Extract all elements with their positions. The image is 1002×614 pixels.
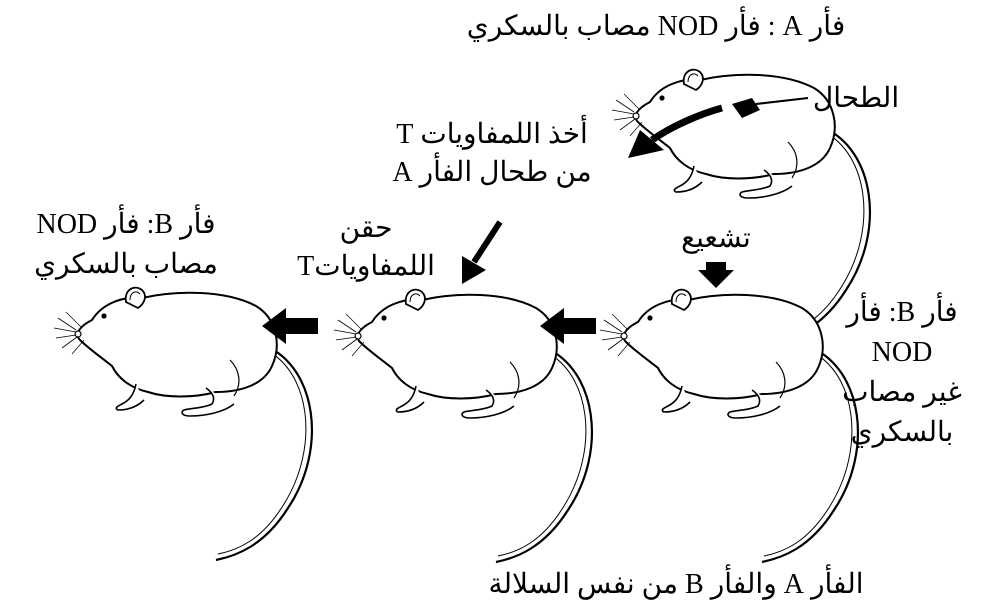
- mouse-b-healthy: [598, 288, 860, 564]
- mouse-b-healthy-label-line2: NOD: [871, 337, 933, 368]
- irradiation-arrow: [698, 262, 734, 288]
- irradiation-label: تشعيع: [681, 223, 751, 254]
- inject-arrow-line: [471, 220, 503, 264]
- curved-arrow: [649, 104, 723, 143]
- mouse-b-diabetic-label-line2: مصاب بالسكري: [34, 249, 218, 280]
- take-t-label-line1: أخذ اللمفاويات T: [396, 119, 588, 150]
- mouse-b-healthy-label-line4: بالسكري: [850, 417, 954, 448]
- take-t-label-line2: من طحال الفأر A: [392, 157, 592, 188]
- mouse-a-title: فأر A : فأر NOD مصاب بالسكري: [466, 11, 846, 42]
- inject-label-line2: اللمفاوياتT: [297, 251, 435, 282]
- spleen-marker: [732, 98, 760, 118]
- mouse-b-healthy-label-line1: فأر B: فأر: [846, 297, 958, 328]
- mouse-b-diabetic-label-line1: فأر B: فأر NOD: [36, 209, 216, 240]
- inject-label-line1: حقن: [339, 213, 393, 244]
- inject-arrow-head: [462, 256, 486, 284]
- spleen-pointer: [755, 97, 809, 105]
- spleen-label: الطحال: [812, 83, 900, 114]
- footer-note: الفأر A والفأر B من نفس السلالة: [488, 569, 864, 600]
- mouse-b-healthy-label-line3: غير مصاب: [842, 377, 962, 408]
